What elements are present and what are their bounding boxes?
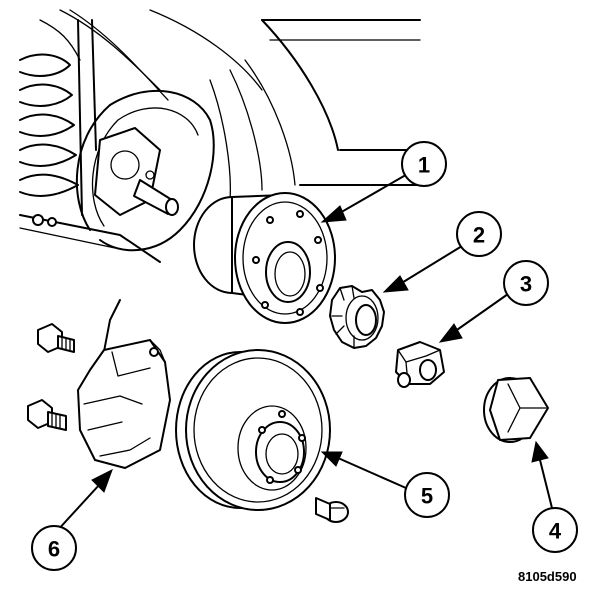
leader-arrows: [55, 175, 553, 533]
callout-5: 5: [404, 472, 450, 518]
hub-bearing-icon: [193, 192, 336, 324]
brake-rotor-icon: [175, 349, 331, 511]
callout-2: 2: [456, 211, 502, 257]
steering-knuckle-assembly-icon: [19, 9, 421, 263]
callout-6: 6: [31, 525, 77, 571]
figure-code: 8105d590: [518, 569, 577, 584]
caliper-bolt-icon: [27, 399, 67, 431]
svg-text:3: 3: [520, 272, 532, 297]
callout-4: 4: [532, 507, 578, 553]
svg-text:4: 4: [549, 519, 562, 544]
brake-caliper-icon: [77, 299, 171, 469]
rotor-screw-icon: [315, 497, 349, 523]
callout-1: 1: [401, 141, 447, 187]
svg-text:1: 1: [418, 153, 430, 178]
nut-retainer-icon: [329, 285, 385, 349]
svg-text:5: 5: [421, 484, 433, 509]
svg-text:2: 2: [473, 223, 485, 248]
caliper-bolt-icon: [37, 323, 75, 353]
callout-3: 3: [503, 260, 549, 306]
svg-text:6: 6: [48, 537, 60, 562]
grease-cap-icon: [483, 377, 549, 443]
hub-nut-icon: [395, 341, 445, 388]
